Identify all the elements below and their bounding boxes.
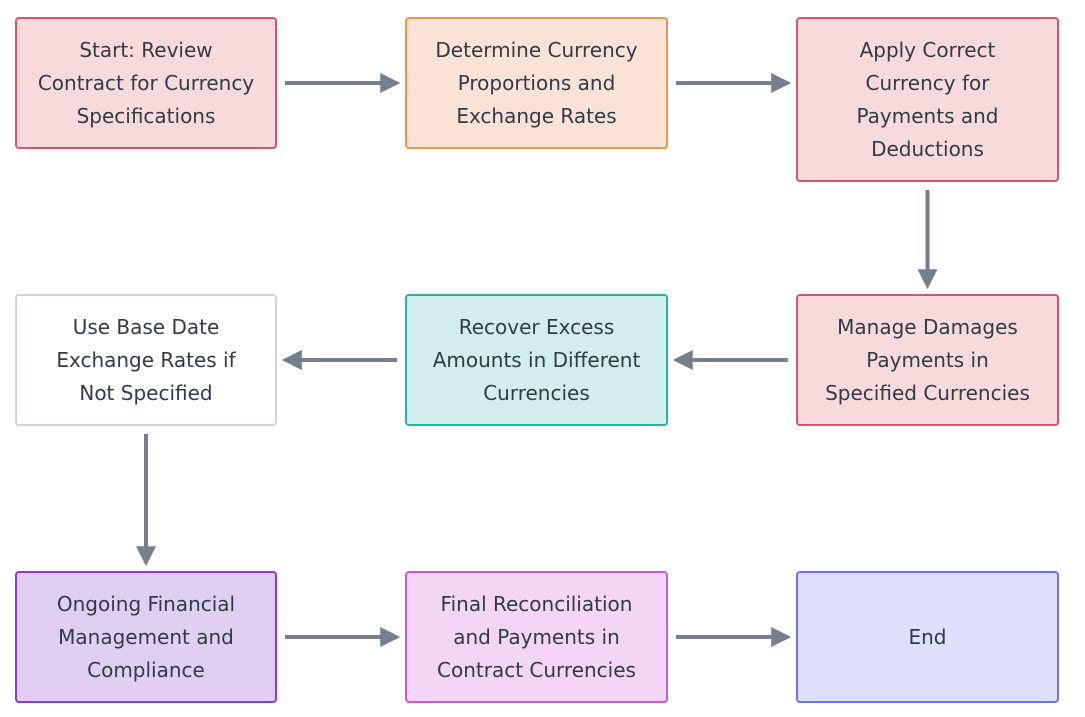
- node-determine-currency-proportions: Determine Currency Proportions and Excha…: [405, 17, 668, 149]
- node-label: Start: Review Contract for Currency Spec…: [37, 37, 255, 128]
- node-label: Recover Excess Amounts in Different Curr…: [432, 314, 641, 405]
- node-end: End: [796, 571, 1059, 703]
- node-use-base-date-exchange-rates: Use Base Date Exchange Rates if Not Spec…: [15, 294, 277, 426]
- node-label: Ongoing Financial Management and Complia…: [56, 591, 236, 682]
- node-apply-correct-currency: Apply Correct Currency for Payments and …: [796, 17, 1059, 182]
- node-label: Determine Currency Proportions and Excha…: [435, 37, 638, 128]
- node-label: Apply Correct Currency for Payments and …: [856, 37, 999, 161]
- node-label: Manage Damages Payments in Specified Cur…: [825, 314, 1030, 405]
- node-recover-excess-amounts: Recover Excess Amounts in Different Curr…: [405, 294, 668, 426]
- node-label: Final Reconciliation and Payments in Con…: [437, 591, 636, 682]
- node-start-review-contract: Start: Review Contract for Currency Spec…: [15, 17, 277, 149]
- node-label: End: [908, 624, 947, 649]
- node-ongoing-financial-management: Ongoing Financial Management and Complia…: [15, 571, 277, 703]
- node-label: Use Base Date Exchange Rates if Not Spec…: [56, 314, 236, 405]
- node-manage-damages-payments: Manage Damages Payments in Specified Cur…: [796, 294, 1059, 426]
- node-final-reconciliation: Final Reconciliation and Payments in Con…: [405, 571, 668, 703]
